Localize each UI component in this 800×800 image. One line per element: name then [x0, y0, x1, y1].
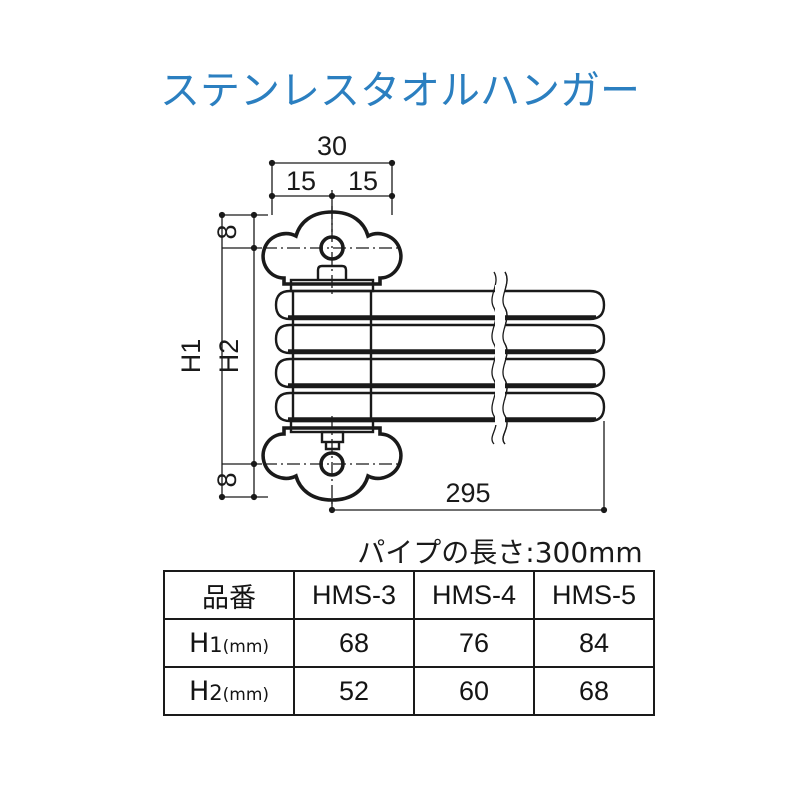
table-row-h1: H1(mm) 68 76 84: [163, 618, 655, 668]
table-cell-h2-3: 68: [533, 666, 655, 716]
dim-vert-outer: H1: [176, 339, 206, 374]
dim-edge-top: 8: [212, 224, 242, 239]
table-cell-h2-1: 52: [293, 666, 415, 716]
row-label-h1-subscript: 1: [209, 632, 223, 657]
table-row-models: 品番 HMS-3 HMS-4 HMS-5: [163, 570, 655, 620]
dim-vert-inner: H2: [214, 339, 244, 374]
page-title: ステンレスタオルハンガー: [160, 68, 640, 114]
dim-top-left: 15: [286, 166, 316, 196]
row-label-h2-unit: (mm): [222, 684, 270, 705]
row-label-model-number: 品番: [163, 570, 295, 620]
row-label-h2: H2(mm): [163, 666, 295, 716]
row-label-h2-letter: H: [188, 675, 210, 707]
table-row-h2: H2(mm) 52 60 68: [163, 666, 655, 716]
table-cell-h1-2: 76: [413, 618, 535, 668]
dim-edge-bottom: 8: [212, 472, 242, 487]
row-label-h2-subscript: 2: [209, 680, 223, 705]
dim-top-right: 15: [348, 166, 378, 196]
row-label-h1-letter: H: [188, 627, 210, 659]
row-label-h1: H1(mm): [163, 618, 295, 668]
spec-table: 品番 HMS-3 HMS-4 HMS-5 H1(mm) 68 76 84 H2(…: [163, 570, 655, 716]
row-label-h1-unit: (mm): [222, 636, 270, 657]
table-cell-model-2: HMS-4: [413, 570, 535, 620]
dim-top-total: 30: [317, 131, 347, 161]
pipe-length-note: パイプの長さ:300mm: [357, 536, 642, 569]
table-cell-h1-3: 84: [533, 618, 655, 668]
table-cell-h2-2: 60: [413, 666, 535, 716]
table-cell-model-1: HMS-3: [293, 570, 415, 620]
table-cell-h1-1: 68: [293, 618, 415, 668]
dim-depth: 295: [445, 478, 490, 508]
table-cell-model-3: HMS-5: [533, 570, 655, 620]
